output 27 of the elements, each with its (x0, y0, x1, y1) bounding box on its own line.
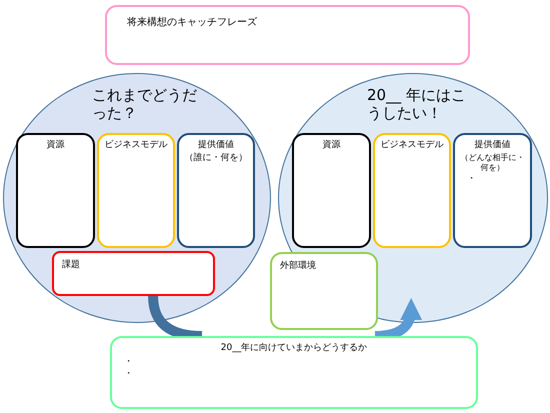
card (373, 133, 451, 248)
heading: 提供価値 (474, 138, 512, 152)
heading: 資源 (322, 138, 342, 152)
heading: 将来構想のキャッチフレーズ (126, 16, 258, 30)
environment-box (270, 252, 378, 330)
heading: 外部環境 (279, 260, 317, 273)
heading: ビジネスモデル (104, 138, 168, 152)
heading: 提供価値 (197, 138, 235, 152)
heading: 20__年に向けていまからどうするか (220, 342, 368, 355)
catchphrase-box (105, 5, 470, 65)
card (177, 133, 255, 248)
action-box (110, 336, 478, 409)
heading: これまでどうだった？ (92, 86, 198, 122)
card (453, 133, 532, 248)
subheading: （誰に・何を） (184, 152, 248, 164)
heading: 課題 (61, 258, 81, 272)
issue-box (52, 251, 215, 296)
heading: 資源 (46, 138, 66, 152)
bullet: ・ (466, 172, 477, 186)
bullet: ・ (123, 368, 134, 380)
card (97, 133, 175, 248)
subheading: （どんな相手に・何を） (460, 152, 526, 172)
card (292, 133, 371, 248)
heading: 20__ 年にはこうしたい！ (367, 86, 467, 122)
heading: ビジネスモデル (380, 138, 444, 152)
card (16, 133, 95, 248)
bullet: ・ (123, 356, 134, 368)
